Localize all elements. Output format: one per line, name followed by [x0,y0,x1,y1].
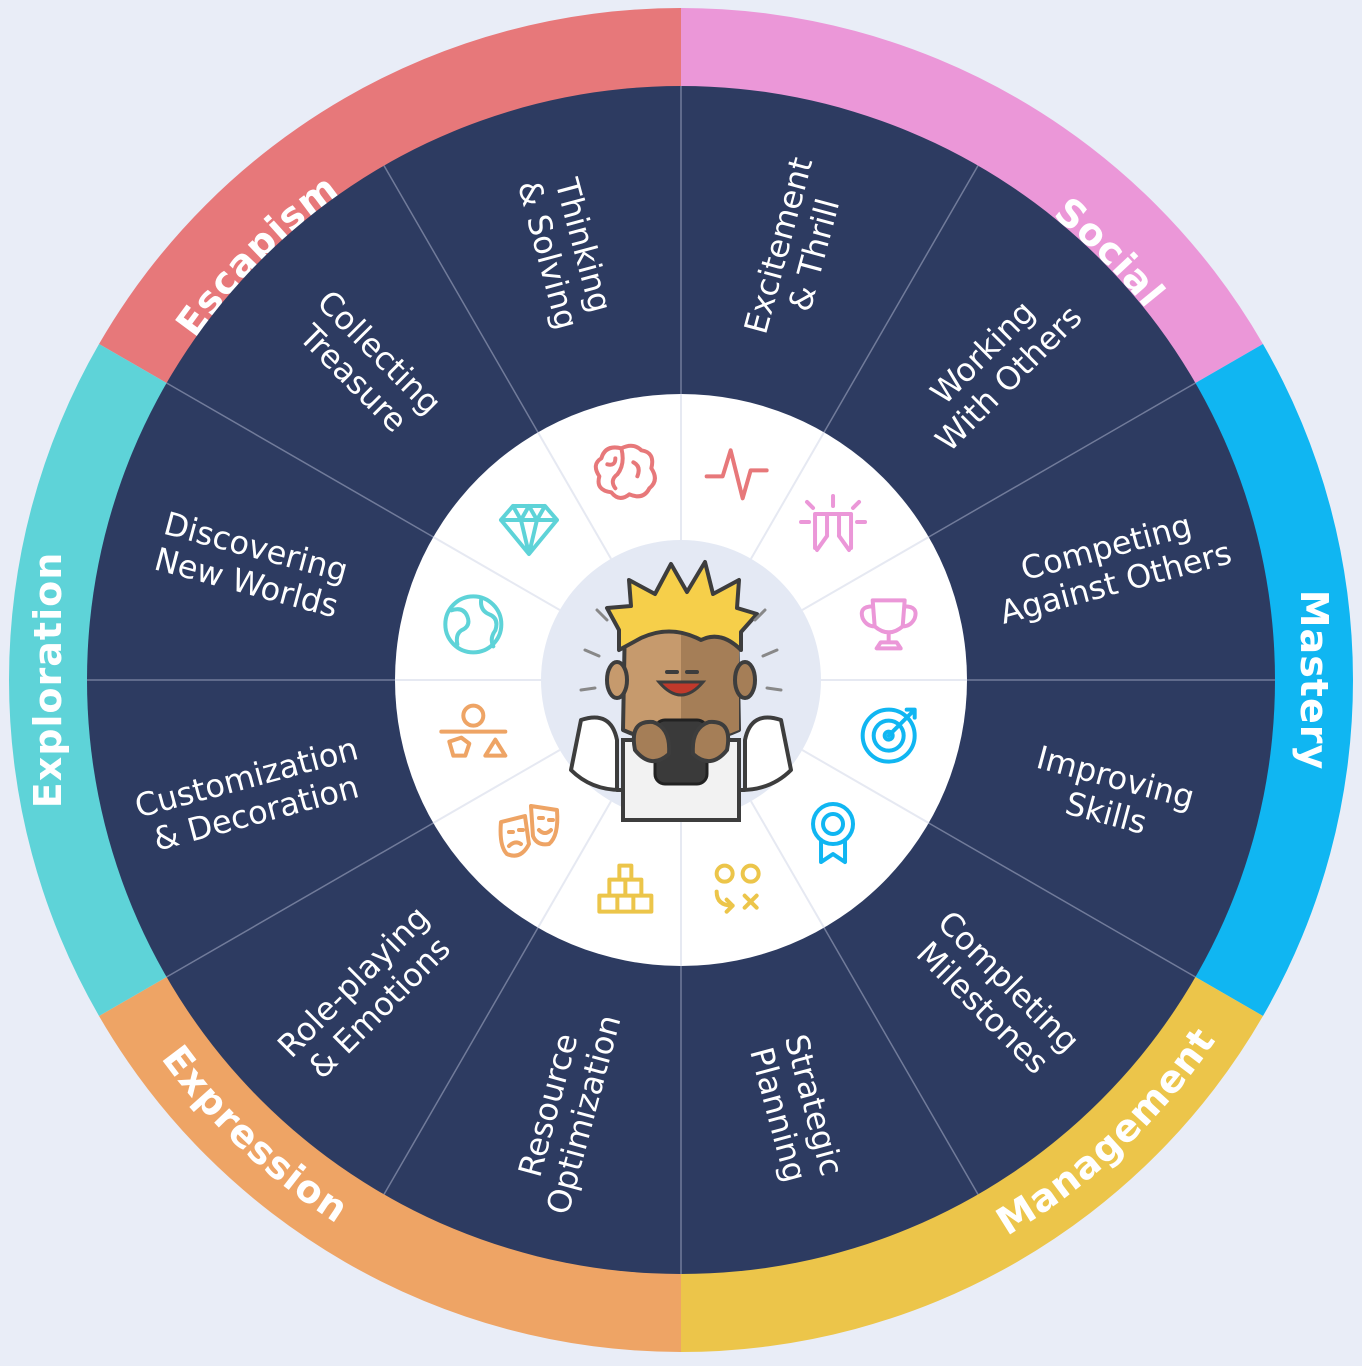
brain-icon [593,443,657,500]
category-label-mastery: Mastery [1292,590,1336,771]
sector-icons [439,443,918,914]
medal-icon [811,802,856,865]
sector-divider [166,822,434,978]
category-arc-escapism [99,7,681,384]
trophy-icon [859,598,918,651]
diamond-icon [498,503,559,556]
strategy-icon [714,863,761,914]
sector-divider [166,382,434,538]
sector-divider [823,927,979,1195]
gold-bars-icon [597,863,654,914]
category-label-exploration: Exploration [26,552,70,809]
shapes-icon [439,703,508,758]
category-arc-management [681,976,1263,1352]
inner-divider [801,536,930,611]
category-arc-social [681,8,1263,384]
pulse-icon [704,448,769,501]
sector-divider [823,165,979,433]
category-arc-expression [99,976,681,1352]
team-icon [799,493,868,552]
gamer-character-icon [569,560,793,822]
sector-divider [928,382,1196,538]
center-character [541,540,821,822]
sector-divider [383,927,539,1195]
sector-divider [928,822,1196,978]
sector-divider [383,165,539,433]
inner-divider [432,536,561,611]
inner-divider [801,749,930,824]
inner-divider [537,431,612,560]
target-icon [860,707,917,764]
inner-divider [750,800,825,929]
inner-divider [432,749,561,824]
inner-divider [750,431,825,560]
theater-masks-icon [498,804,560,858]
inner-divider [537,800,612,929]
globe-icon [443,594,504,655]
